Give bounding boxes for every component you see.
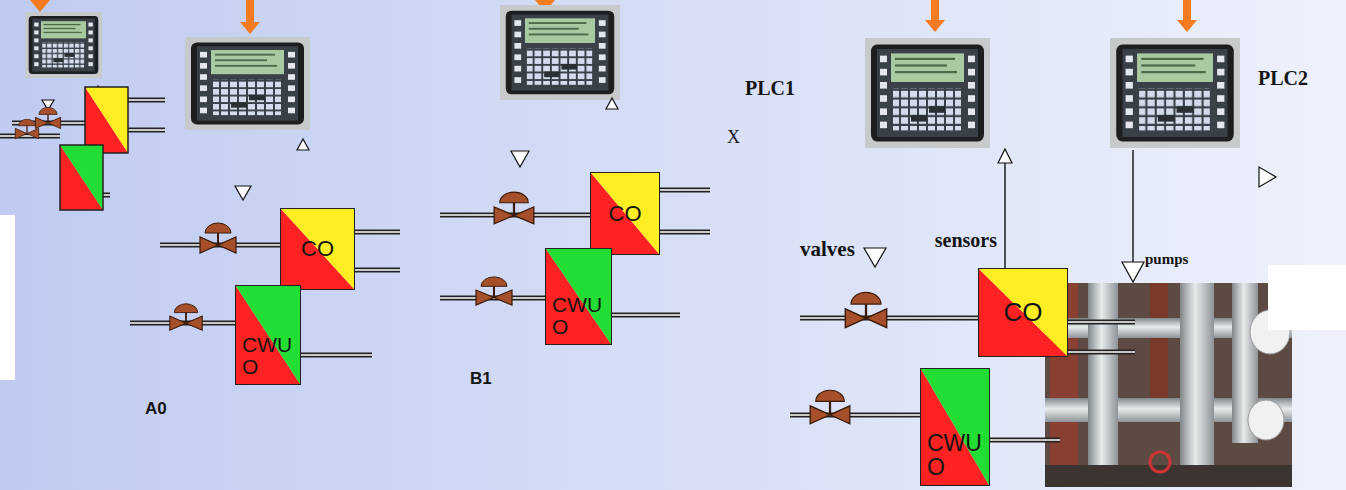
photo-pipes bbox=[1045, 283, 1292, 487]
small-exchanger bbox=[60, 145, 103, 210]
valve-symbol bbox=[35, 107, 60, 128]
orange-arrow bbox=[240, 0, 260, 34]
exchanger-label: CO bbox=[1004, 299, 1043, 326]
edge-label: sensors bbox=[935, 229, 997, 251]
pumps-arrow bbox=[1122, 262, 1144, 282]
exchanger-fill bbox=[979, 269, 1067, 356]
signal-triangle bbox=[1259, 167, 1276, 187]
valve-symbol bbox=[15, 107, 886, 423]
photo-pipes bbox=[1150, 283, 1168, 403]
signal-arrow bbox=[1004, 149, 1005, 268]
plc-panel-image bbox=[500, 5, 620, 100]
exchanger-fill bbox=[281, 209, 354, 289]
white-panel bbox=[1268, 265, 1346, 330]
signal-triangle bbox=[42, 86, 1276, 267]
photo-pipes bbox=[1045, 283, 1292, 487]
marker-letter: X bbox=[727, 127, 740, 147]
valve-symbol bbox=[170, 304, 202, 330]
small-exchanger bbox=[85, 87, 128, 153]
plc-panel-image bbox=[25, 12, 102, 78]
plc-panel: PLC1 bbox=[865, 38, 990, 148]
pumps-arrow bbox=[1132, 150, 1133, 262]
valve-symbol bbox=[15, 119, 38, 138]
white-panel bbox=[0, 215, 15, 380]
exchanger-fill bbox=[979, 269, 1067, 356]
valve-symbol bbox=[494, 192, 534, 224]
exchanger-fill bbox=[591, 173, 659, 254]
small-exchanger bbox=[60, 87, 128, 210]
valve-symbol bbox=[476, 277, 512, 305]
panel-label: PLC1 bbox=[745, 78, 795, 99]
small-exchanger bbox=[85, 87, 128, 153]
orange-arrow bbox=[1177, 0, 1197, 32]
legend-word: valves bbox=[800, 237, 855, 261]
exchanger-fill bbox=[236, 286, 300, 384]
exchanger-fill bbox=[921, 369, 989, 485]
heat-exchanger: CWU O bbox=[545, 248, 612, 345]
exchanger-fill bbox=[281, 209, 354, 289]
exchanger-label: CO bbox=[609, 202, 642, 225]
photo-pipes bbox=[1248, 400, 1284, 440]
plc-panel-image bbox=[865, 38, 990, 148]
exchanger-label: CWU O bbox=[552, 294, 602, 338]
heat-exchanger: CWU O bbox=[920, 368, 990, 486]
section-label: B1 bbox=[470, 369, 492, 388]
exchanger-label: CWU O bbox=[927, 431, 982, 479]
exchanger-fill bbox=[546, 249, 611, 344]
pumps-arrow bbox=[1122, 150, 1144, 282]
exchanger-label: CWU O bbox=[242, 334, 292, 378]
valve-symbol bbox=[845, 292, 886, 327]
signal-triangle bbox=[235, 186, 251, 200]
plc-panel-image bbox=[185, 37, 310, 130]
photo-pipes bbox=[1150, 452, 1170, 472]
exchanger-label: CO bbox=[301, 237, 334, 260]
signal-triangle bbox=[606, 98, 618, 109]
label-holder: A0 bbox=[145, 400, 167, 418]
exchanger-fill bbox=[591, 173, 659, 254]
exchanger-fill bbox=[236, 286, 300, 384]
signal-triangle bbox=[297, 139, 309, 150]
plc-panel-image bbox=[1110, 38, 1240, 148]
label-holder: pumps bbox=[1145, 250, 1188, 268]
heat-exchanger: CO bbox=[280, 208, 355, 290]
heat-exchanger: CO bbox=[590, 172, 660, 255]
heat-exchanger: CWU O bbox=[235, 285, 301, 385]
legend-word: pumps bbox=[1145, 251, 1188, 267]
panel-label: PLC2 bbox=[1258, 68, 1308, 89]
photo-pipes bbox=[1088, 283, 1118, 487]
signal-triangle bbox=[511, 151, 529, 167]
valve-symbol bbox=[200, 223, 236, 253]
exchanger-fill bbox=[546, 249, 611, 344]
small-exchanger bbox=[60, 145, 103, 210]
plc-panel: PLC2 bbox=[1110, 38, 1240, 148]
signal-triangle bbox=[864, 248, 886, 267]
plc-panel-image bbox=[25, 5, 1240, 148]
valve-symbol bbox=[810, 390, 850, 424]
label-holder: X bbox=[727, 128, 740, 147]
photo-pipes bbox=[1180, 283, 1214, 487]
orange-arrow bbox=[925, 0, 945, 32]
heat-exchanger: CO bbox=[978, 268, 1068, 357]
orange-arrow bbox=[30, 0, 50, 12]
label-holder: B1 bbox=[470, 370, 492, 388]
small-exchanger bbox=[60, 145, 103, 210]
small-exchanger bbox=[85, 87, 128, 153]
exchanger-fill bbox=[921, 369, 989, 485]
label-holder: valves bbox=[800, 238, 855, 260]
section-label: A0 bbox=[145, 399, 167, 418]
label-holder: sensors bbox=[935, 230, 997, 251]
